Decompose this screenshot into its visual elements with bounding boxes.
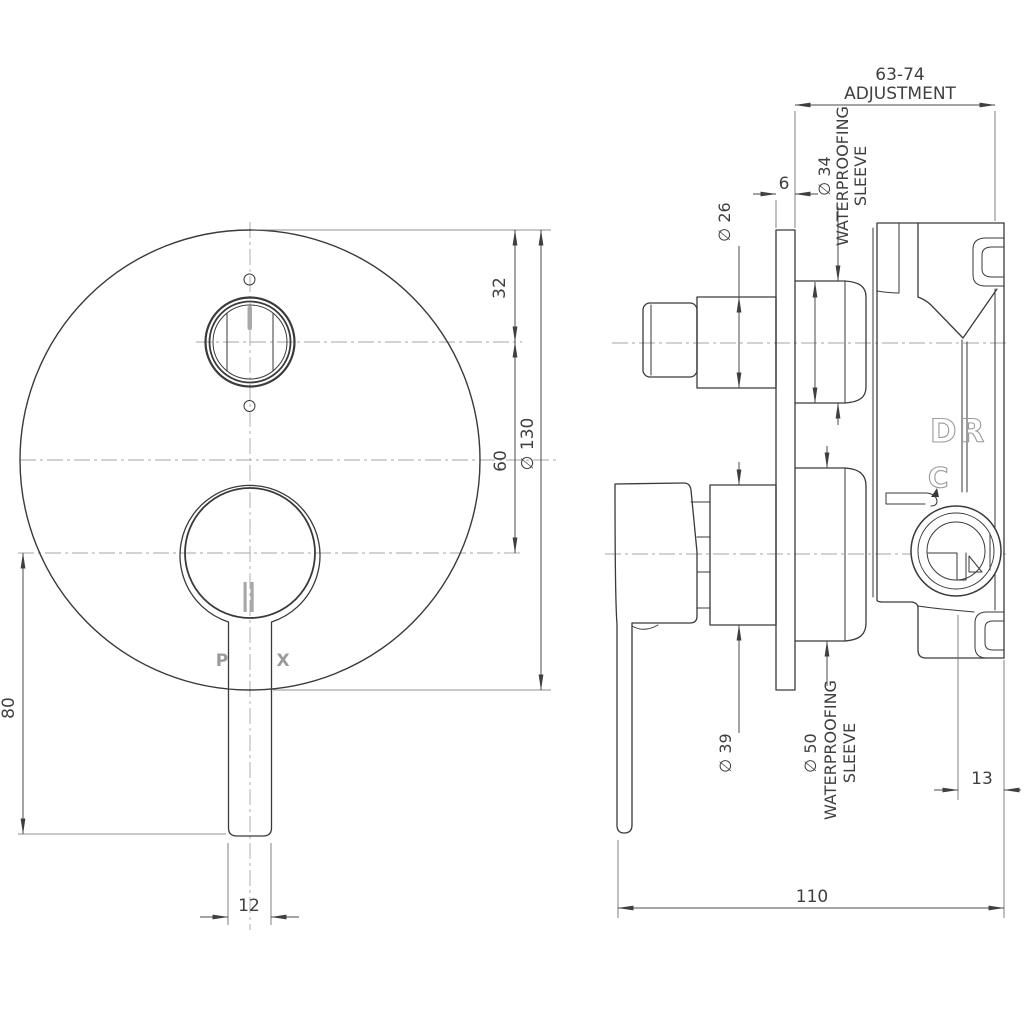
mixer-handle-side bbox=[614, 482, 777, 834]
cartridge-stem-side bbox=[709, 484, 777, 626]
dim-diameter-130-label: ∅ 130 bbox=[518, 418, 538, 471]
valve-body-side bbox=[872, 222, 1005, 659]
dim-80-label: 80 bbox=[0, 697, 19, 719]
wall-plate-side bbox=[775, 229, 796, 691]
dim-13-label: 13 bbox=[971, 769, 993, 789]
front-view: P X 32 60 ∅ 130 80 12 bbox=[0, 222, 560, 930]
adjustment-text-label: ADJUSTMENT bbox=[844, 84, 956, 104]
front-dimension-lines bbox=[20, 229, 544, 920]
dim-32-label: 32 bbox=[490, 277, 510, 299]
sleeve-top-diameter-label: ∅ 34 bbox=[815, 156, 834, 195]
mixer-handle-front bbox=[179, 484, 321, 837]
side-dimension-lines bbox=[617, 102, 1021, 911]
side-view: DR C bbox=[605, 65, 1021, 918]
port-pointer-tip bbox=[931, 488, 939, 497]
brand-letter-p: P bbox=[216, 651, 228, 671]
waterproofing-sleeve-bottom bbox=[794, 467, 867, 642]
brand-letter-x: X bbox=[276, 651, 289, 671]
sleeve-bottom-diameter-label: ∅ 50 bbox=[801, 733, 820, 772]
sleeve-top-waterproofing-label: WATERPROOFING bbox=[833, 106, 852, 246]
dim-6-label: 6 bbox=[779, 174, 790, 194]
faceplate-outline bbox=[19, 229, 481, 691]
handle-lip-detail bbox=[631, 624, 659, 630]
mounting-slot-bottom bbox=[974, 611, 1005, 659]
sleeve-bottom-sleeve-label: SLEEVE bbox=[840, 723, 859, 783]
diverter-knob-front bbox=[204, 273, 296, 412]
dim-diameter-39-label: ∅ 39 bbox=[716, 733, 735, 772]
sleeve-bottom-waterproofing-label: WATERPROOFING bbox=[821, 680, 840, 820]
waterproofing-sleeve-top bbox=[794, 280, 867, 404]
handle-grip-mark-left bbox=[243, 582, 247, 612]
front-centerlines bbox=[18, 222, 560, 930]
dim-60-label: 60 bbox=[491, 450, 511, 472]
screw-hole-top bbox=[243, 273, 256, 286]
handle-grip-mark-right bbox=[250, 582, 254, 612]
diverter-indicator-slot bbox=[247, 306, 252, 330]
adjustment-range-label: 63-74 bbox=[875, 65, 924, 85]
dim-110-label: 110 bbox=[796, 887, 828, 907]
screw-hole-bottom bbox=[243, 400, 256, 412]
dim-12-label: 12 bbox=[238, 896, 260, 916]
mounting-slot-top bbox=[972, 237, 1005, 287]
body-marking-dr: DR bbox=[930, 412, 987, 450]
body-marking-c: C bbox=[928, 461, 952, 494]
outlet-port bbox=[910, 505, 1002, 597]
dim-diameter-26-label: ∅ 26 bbox=[715, 202, 734, 241]
front-extension-lines bbox=[18, 229, 551, 925]
diverter-knob-side bbox=[642, 296, 777, 389]
sleeve-top-sleeve-label: SLEEVE bbox=[851, 146, 870, 206]
